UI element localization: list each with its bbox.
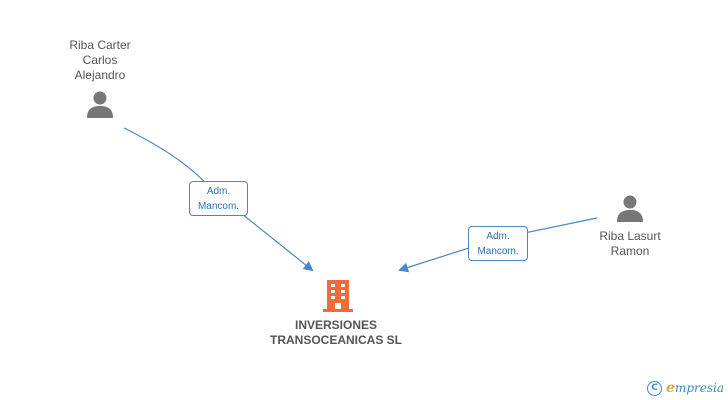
relation-label[interactable]: Adm. Mancom. — [189, 181, 248, 216]
company-name-line: TRANSOCEANICAS SL — [269, 333, 402, 347]
relation-label-line: Mancom. — [477, 246, 519, 257]
building-icon[interactable] — [321, 278, 355, 314]
relation-label-line: Adm. — [206, 186, 231, 197]
person-name-line: Riba Lasurt — [599, 229, 661, 243]
person-icon — [617, 195, 643, 222]
relation-label-line: Mancom. — [197, 201, 240, 212]
relation-label[interactable]: Adm. Mancom. — [468, 226, 528, 261]
relation-label-line: Adm. — [486, 231, 510, 242]
copyright-icon: C — [647, 380, 663, 396]
person-name-line: Alejandro — [74, 68, 126, 82]
person-riba-lasurt[interactable]: Riba Lasurt Ramon — [580, 193, 680, 259]
company-name-line: INVERSIONES — [294, 318, 378, 332]
person-name-line: Riba Carter — [69, 38, 131, 52]
brand-wordmark: empresia — [666, 380, 724, 396]
person-icon — [87, 91, 113, 118]
person-name-line: Carlos — [82, 53, 118, 67]
person-name-line: Ramon — [610, 244, 650, 258]
company-node[interactable]: INVERSIONES TRANSOCEANICAS SL — [248, 318, 424, 348]
person-riba-carter[interactable]: Riba Carter Carlos Alejandro — [48, 38, 152, 119]
brand-rest: mpresia — [674, 381, 724, 395]
brand-first-letter: e — [666, 380, 675, 396]
brand-logo: C empresia — [647, 380, 724, 396]
